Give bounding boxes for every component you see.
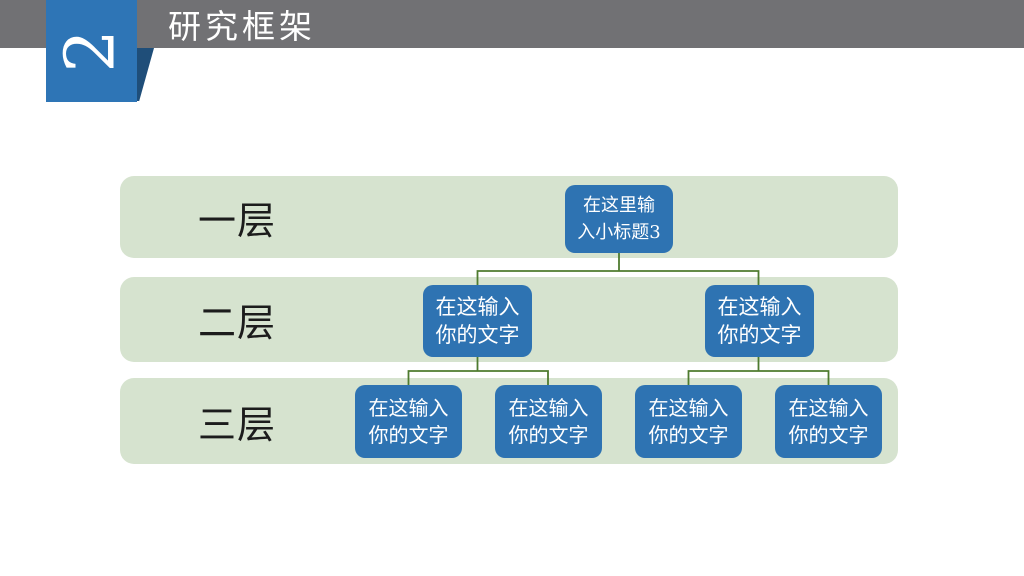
tree-node-level3-2: 在这输入 你的文字 [495, 385, 602, 458]
layer-label-1: 一层 [198, 198, 277, 243]
node-text-line: 在这输入 [508, 395, 589, 420]
node-text-line: 在这输入 [788, 395, 869, 420]
layer-band-1: 一层 [120, 176, 898, 258]
layer-label-3: 三层 [198, 402, 277, 447]
node-text-line: 你的文字 [717, 323, 802, 347]
page-number-badge: 2 [46, 0, 137, 102]
tree-node-level2-left: 在这输入 你的文字 [423, 285, 532, 357]
node-text-line: 你的文字 [435, 323, 520, 347]
node-text-line: 在这输入 [368, 395, 449, 420]
node-text-line: 你的文字 [368, 422, 449, 447]
node-text-line: 你的文字 [788, 422, 869, 447]
layer-label-2: 二层 [198, 301, 277, 345]
tree-node-root: 在这里输 入小标题3 [565, 185, 673, 253]
node-text-line: 你的文字 [648, 422, 729, 447]
badge-fold-ribbon [137, 48, 154, 101]
node-text-line: 你的文字 [508, 422, 589, 447]
node-text-line: 在这输入 [648, 395, 729, 420]
tree-node-level3-1: 在这输入 你的文字 [355, 385, 462, 458]
node-text-line: 在这里输 [583, 195, 655, 216]
tree-node-level2-right: 在这输入 你的文字 [705, 285, 814, 357]
node-text-line: 入小标题3 [577, 222, 661, 243]
page-number: 2 [51, 29, 131, 73]
slide-title: 研究框架 [168, 7, 316, 46]
tree-node-level3-4: 在这输入 你的文字 [775, 385, 882, 458]
node-text-line: 在这输入 [435, 295, 520, 319]
tree-node-level3-3: 在这输入 你的文字 [635, 385, 742, 458]
node-text-line: 在这输入 [717, 295, 802, 319]
header-bar [0, 0, 1024, 48]
